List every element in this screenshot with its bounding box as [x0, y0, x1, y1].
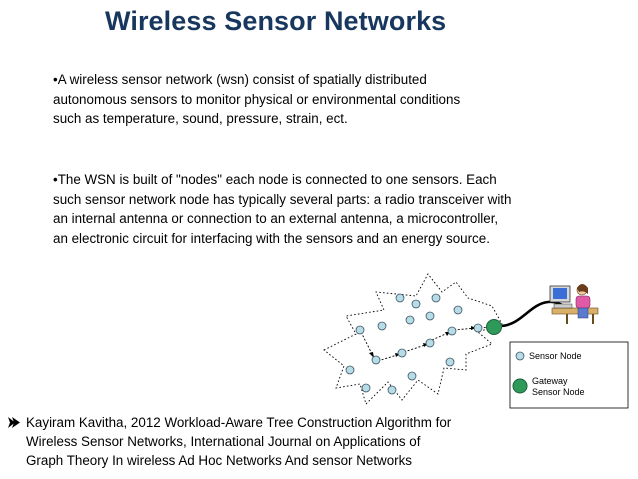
sensor-node-icon: [405, 315, 415, 325]
slide-title: Wireless Sensor Networks: [105, 6, 447, 36]
sensor-node-icon: [387, 385, 397, 395]
paragraph-line: an internal antenna or connection to an …: [53, 211, 499, 227]
sensor-node-icon: [395, 293, 405, 303]
legend-gateway-label-line2: Sensor Node: [532, 387, 585, 397]
sensor-node-icon: [425, 338, 435, 348]
sensor-node-icon: [445, 357, 455, 367]
reference-text: Kayiram Kavitha, 2012 Workload-Aware Tre…: [26, 413, 526, 471]
sensor-node-icon: [355, 325, 365, 335]
paragraph-line: •A wireless sensor network (wsn) consist…: [53, 72, 427, 87]
sensor-node-icon: [411, 299, 421, 309]
reference-line: Graph Theory In wireless Ad Hoc Networks…: [26, 453, 413, 469]
legend-gateway-label: Gateway: [532, 376, 568, 386]
paragraph-line: •The WSN is built of "nodes" each node i…: [53, 172, 497, 187]
sensor-node-icon: [515, 351, 525, 361]
arrow-bullet-icon: [8, 417, 20, 428]
gateway-node-icon: [512, 378, 528, 394]
sensor-node-icon: [345, 365, 355, 375]
sensor-node-icon: [407, 371, 417, 381]
reference-line: Kayiram Kavitha, 2012 Workload-Aware Tre…: [26, 415, 452, 430]
paragraph-line: an electronic circuit for interfacing wi…: [53, 230, 490, 246]
paragraph-wsn-definition: •A wireless sensor network (wsn) consist…: [53, 70, 523, 129]
gateway-node-icon: [486, 319, 502, 335]
reference-line: Wireless Sensor Networks, International …: [26, 434, 421, 450]
legend: Sensor Node Gateway Sensor Node: [509, 341, 629, 409]
paragraph-line: such sensor network node has typically s…: [53, 191, 512, 207]
paragraph-line: autonomous sensors to monitor physical o…: [53, 91, 461, 107]
legend-sensor-node-label: Sensor Node: [529, 351, 582, 361]
computer-user-icon: [549, 284, 599, 324]
sensor-node-icon: [447, 326, 457, 336]
sensor-network-diagram: Sensor Node Gateway Sensor Node: [323, 273, 629, 409]
sensor-node-icon: [473, 323, 483, 333]
sensor-node-icon: [431, 293, 441, 303]
routing-arrowheads: [369, 326, 476, 358]
sensor-nodes: [345, 293, 483, 395]
sensor-node-icon: [425, 311, 435, 321]
paragraph-line: such as temperature, sound, pressure, st…: [53, 111, 348, 127]
sensor-node-icon: [453, 305, 463, 315]
sensor-node-icon: [371, 355, 381, 365]
sensor-node-icon: [377, 321, 387, 331]
network-boundary: [323, 273, 503, 405]
sensor-node-icon: [397, 348, 407, 358]
paragraph-wsn-nodes: •The WSN is built of "nodes" each node i…: [53, 170, 583, 248]
sensor-node-icon: [361, 383, 371, 393]
